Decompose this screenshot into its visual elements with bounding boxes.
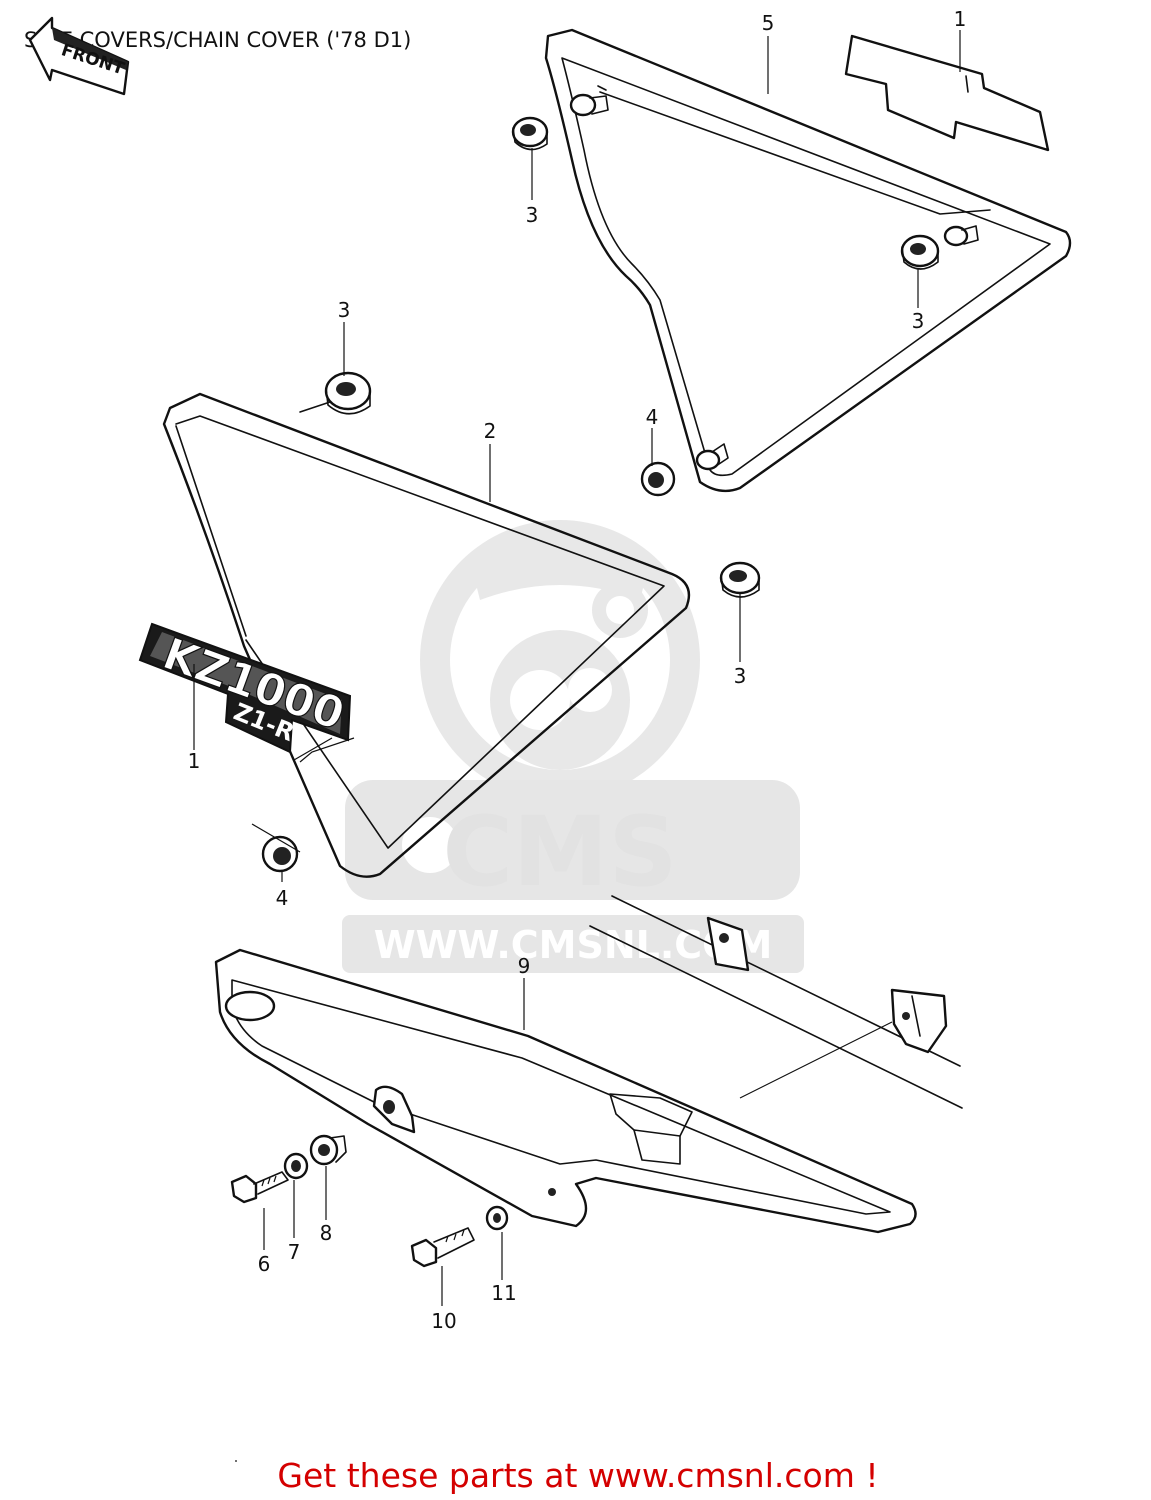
kz1000-emblem: KZ1000 Z1-R (138, 622, 351, 754)
bolt-6 (230, 1171, 289, 1204)
callout-1-emblem: 1 (188, 749, 201, 773)
callout-3-upper-left: 3 (526, 203, 539, 227)
watermark-url: WWW.CMSNL.COM (374, 923, 773, 967)
cover-peg (943, 225, 979, 247)
washer-7 (283, 1152, 309, 1180)
side-cover-left (162, 392, 691, 878)
callout-9: 9 (518, 954, 531, 978)
side-cover-right (544, 28, 1072, 493)
watermark-logo-box: CMS WWW.CMSNL.COM (342, 780, 804, 973)
callout-3-right: 3 (734, 664, 747, 688)
cover-peg (569, 93, 609, 117)
callout-4-upper: 4 (646, 405, 659, 429)
callout-7: 7 (288, 1240, 301, 1264)
grommet-lower-4 (251, 823, 301, 873)
grommet-right (719, 561, 761, 598)
cover-peg (695, 443, 729, 471)
callout-5: 5 (762, 11, 775, 35)
callout-3-middle: 3 (338, 298, 351, 322)
callout-6: 6 (258, 1252, 271, 1276)
grommet-upper-4 (640, 461, 676, 497)
washer-11 (485, 1205, 509, 1231)
callout-8: 8 (320, 1221, 333, 1245)
callout-2: 2 (484, 419, 497, 443)
callout-11: 11 (491, 1281, 516, 1305)
callout-3-upper-right: 3 (912, 309, 925, 333)
callouts: 1 5 3 3 3 2 4 3 1 4 9 6 7 8 10 11 (188, 7, 967, 1333)
grommet-upper-right (900, 234, 940, 270)
leader-lines (193, 30, 961, 1306)
grommet-middle (324, 371, 372, 415)
frame-brackets (235, 895, 963, 1462)
footer-link-text[interactable]: Get these parts at www.cmsnl.com ! (277, 1456, 878, 1495)
emblem-plate-top (844, 34, 1050, 152)
callout-1-top: 1 (954, 7, 967, 31)
watermark-mascot (420, 520, 700, 800)
cms-watermark: CMS WWW.CMSNL.COM (342, 520, 804, 973)
grommet-upper-left (511, 116, 549, 151)
callout-4-lower: 4 (276, 886, 289, 910)
bolt-10 (410, 1227, 475, 1268)
callout-10: 10 (431, 1309, 456, 1333)
collar-8 (309, 1134, 347, 1166)
chain-cover (214, 948, 917, 1234)
watermark-brand: CMS (442, 796, 677, 908)
front-arrow-icon: FRONT (28, 16, 130, 96)
